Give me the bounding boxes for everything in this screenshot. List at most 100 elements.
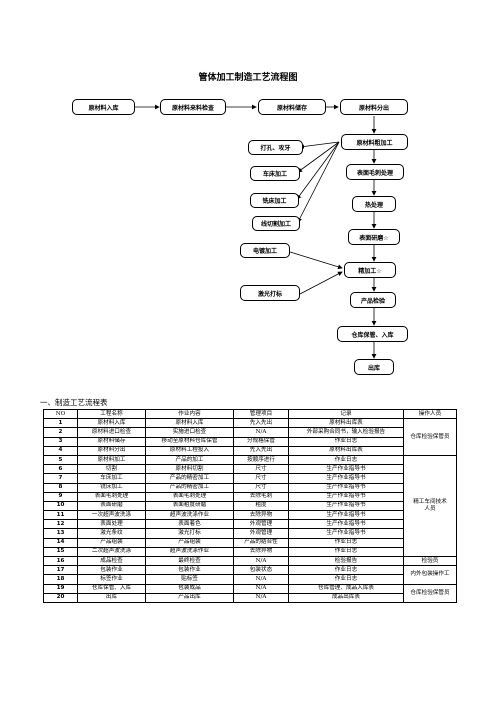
cell-content: 激光打标 [145,528,234,539]
cell-record: 生产作业指导书 [288,482,404,493]
cell-control: 外观管理 [233,519,289,530]
cell-no: 5 [43,454,78,466]
flow-step-warehouse-storage: 仓库保管、入库 [337,326,408,342]
table-row: 3 原材料储存 移动至原材料仓库保管 分规格保管 作业日志 [43,436,457,447]
flow-step-milling: 铣床加工 [250,193,299,208]
cell-no: 8 [43,482,78,493]
cell-process: 激光条纹 [77,528,146,539]
cell-no: 12 [43,519,78,530]
header-operator: 操作人员 [403,408,457,420]
cell-record: 作业日志 [288,436,404,447]
cell-operator: 内外包装操作工 [403,565,457,585]
table-row: 11 一次超声波洗涤 超声波洗涤作业 去除异物 生产作业指导书 [43,510,457,521]
cell-process: 表面毛刺处理 [77,491,146,502]
cell-content: 原材料切割 [145,464,234,475]
cell-no: 18 [43,574,78,585]
header-control-item: 管理项目 [233,408,289,420]
cell-no: 9 [43,491,78,502]
cell-record: 原材料出库表 [288,418,404,429]
cell-record: 原材料出库表 [288,445,404,456]
cell-no: 13 [43,528,78,539]
cell-record: 生产作业指导书 [288,473,404,484]
cell-content: 表面毛刺处理 [145,491,234,502]
section-title: 一、制造工艺流程表 [40,398,108,407]
cell-control: N/A [233,555,289,567]
flow-step-raw-material-inbound: 原材料入库 [72,99,135,115]
cell-record: 检验报告 [288,555,404,567]
cell-content: 产品的精密加工 [145,482,234,493]
cell-process: 产品组装 [77,537,146,548]
flow-step-laser-marking: 激光打标 [240,285,300,301]
cell-content: 超声波洗涤作业 [145,510,234,521]
flow-step-rough-machining: 原材料粗加工 [341,134,408,150]
header-process-name: 工程名称 [77,408,146,420]
cell-process: 成品检查 [77,555,146,567]
cell-process: 切割 [77,464,146,475]
cell-no: 3 [43,436,78,447]
cell-control: 尺寸 [233,482,289,493]
cell-record: 作业日志 [288,565,404,576]
cell-control: 先入先出 [233,445,289,456]
cell-content: 实施进口检查 [145,427,234,438]
table-row: 4 原材料分出 原材料工程投入 先入先出 原材料出库表 [43,445,457,456]
header-record: 记录 [288,408,404,420]
table-body: 1 原材料入库 原材料入库 先入先出 原材料出库表 仓库检验保管员 2 原材料进… [43,418,457,603]
cell-process: 原材料分出 [77,445,146,456]
table-row: 18 标签作业 贴标签 N/A 作业日志 [43,574,457,585]
cell-control: 尺寸 [233,464,289,475]
cell-control: 去除异物 [233,546,289,558]
cell-content: 贴标签 [145,574,234,585]
cell-record: 仓库管理、成品入库表 [288,583,404,594]
cell-no: 1 [43,418,78,429]
cell-control: 尺寸 [233,473,289,484]
table-row: 2 原材料进口检查 实施进口检查 N/A 外部采购合同书，输入检验报告 [43,427,457,438]
cell-control: 按顺序进行 [233,454,289,466]
cell-no: 2 [43,427,78,438]
flow-step-drilling-tapping: 打孔、攻牙 [248,140,303,155]
cell-process: 标签作业 [77,574,146,585]
flow-step-lathe: 车床加工 [250,166,300,181]
flow-step-incoming-inspection: 原材料来料检查 [160,99,226,115]
cell-process: 表面处理 [77,519,146,530]
cell-control: 产品的结合性 [233,537,289,548]
cell-content: 产品的精密加工 [145,473,234,484]
flow-step-raw-material-dispatch: 原材料分出 [340,99,408,115]
cell-process: 铣床加工 [77,482,146,493]
table-row: 15 二次超声波洗涤 超声波洗涤作业 去除异物 作业日志 [43,546,457,558]
flow-step-wire-cutting: 线切割加工 [252,216,300,231]
cell-content: 最终检查 [145,555,234,567]
process-table: NO 工程名称 作业内容 管理项目 记录 操作人员 1 原材料入库 原材料入库 … [43,408,457,603]
table-row: 19 仓库保管、入库 包装成品 N/A 仓库管理、成品入库表 仓库检验保管员 [43,583,457,603]
flow-connectors [135,104,377,359]
table-header-row: NO 工程名称 作业内容 管理项目 记录 操作人员 [43,408,457,420]
cell-record: 作业日志 [288,574,404,585]
cell-content: 产品出库 [145,592,234,603]
cell-operator: 精工车间技术人员 [403,454,457,558]
cell-record: 生产作业指导书 [288,464,404,475]
table-row: 9 表面毛刺处理 表面毛刺处理 去除毛刺 生产作业指导书 [43,491,457,502]
table-row: 8 铣床加工 产品的精密加工 尺寸 生产作业指导书 [43,482,457,493]
cell-process: 仓库保管、入库 [77,583,146,594]
cell-no: 11 [43,510,78,521]
table-row: 13 激光条纹 激光打标 外观管理 生产作业指导书 [43,528,457,539]
flow-step-raw-material-storage: 原材料储存 [258,99,326,115]
flow-step-surface-grinding: 表面研磨☆ [348,229,400,245]
cell-process: 表面研磨 [77,500,146,512]
cell-no: 14 [43,537,78,548]
cell-control: 粗度 [233,500,289,512]
cell-process: 车床加工 [77,473,146,484]
cell-process: 出库 [77,592,146,603]
flow-step-electroplating: 电镀加工 [240,243,290,258]
flow-step-finishing: 精加工☆ [344,262,396,278]
cell-record: 生产作业指导书 [288,510,404,521]
table-row: 6 切割 原材料切割 尺寸 生产作业指导书 [43,464,457,475]
cell-record: 作业日志 [288,546,404,558]
cell-content: 包装成品 [145,583,234,594]
cell-control: N/A [233,583,289,594]
flow-step-deburring: 表面毛刺处理 [346,164,404,180]
cell-content: 移动至原材料仓库保管 [145,436,234,447]
cell-no: 15 [43,546,78,558]
cell-process: 原材料入库 [77,418,146,429]
cell-content: 产品组装 [145,537,234,548]
table-row: 14 产品组装 产品组装 产品的结合性 作业日志 [43,537,457,548]
